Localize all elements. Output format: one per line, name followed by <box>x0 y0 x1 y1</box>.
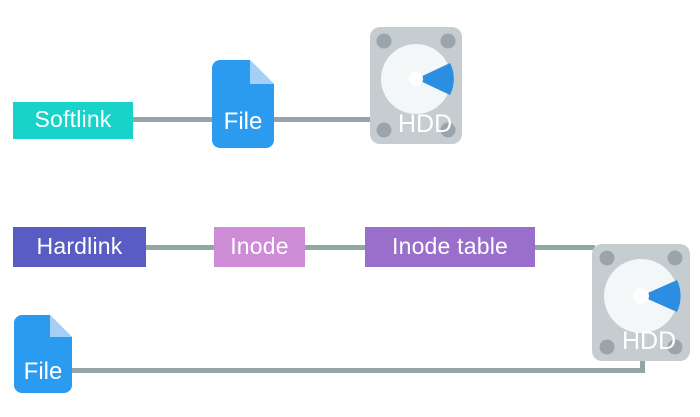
hdd-icon-top[interactable]: HDD <box>370 27 462 144</box>
inode-table-label: Inode table <box>391 232 509 259</box>
inode-label: Inode <box>230 232 289 259</box>
hardlink-box[interactable]: Hardlink <box>13 227 146 267</box>
file-icon-top-label: File <box>223 108 263 135</box>
connector-inode-table-to-hdd <box>533 245 595 250</box>
softlink-box[interactable]: Softlink <box>13 102 133 139</box>
hdd-icon-top-label: HDD <box>398 110 453 138</box>
hdd-icon-glyph <box>370 27 462 144</box>
file-icon-bottom-label: File <box>23 358 63 385</box>
inode-box[interactable]: Inode <box>214 227 305 267</box>
connector-hardlink-to-inode <box>143 245 217 250</box>
file-icon-bottom[interactable]: File <box>14 315 72 393</box>
file-icon-top[interactable]: File <box>212 60 274 148</box>
hardlink-label: Hardlink <box>36 232 123 259</box>
file-icon-glyph <box>212 60 274 148</box>
hdd-icon-bottom-label: HDD <box>622 327 677 355</box>
connector-inode-to-inode-table <box>303 245 367 250</box>
inode-table-box[interactable]: Inode table <box>365 227 535 267</box>
connector-file-to-hdd <box>270 117 380 122</box>
connector-file-bottom-horizontal <box>68 368 645 373</box>
hdd-icon-glyph <box>592 244 690 361</box>
file-icon-glyph <box>14 315 72 393</box>
softlink-label: Softlink <box>34 106 112 132</box>
hdd-icon-bottom[interactable]: HDD <box>592 244 690 361</box>
connector-softlink-to-file <box>131 117 215 122</box>
